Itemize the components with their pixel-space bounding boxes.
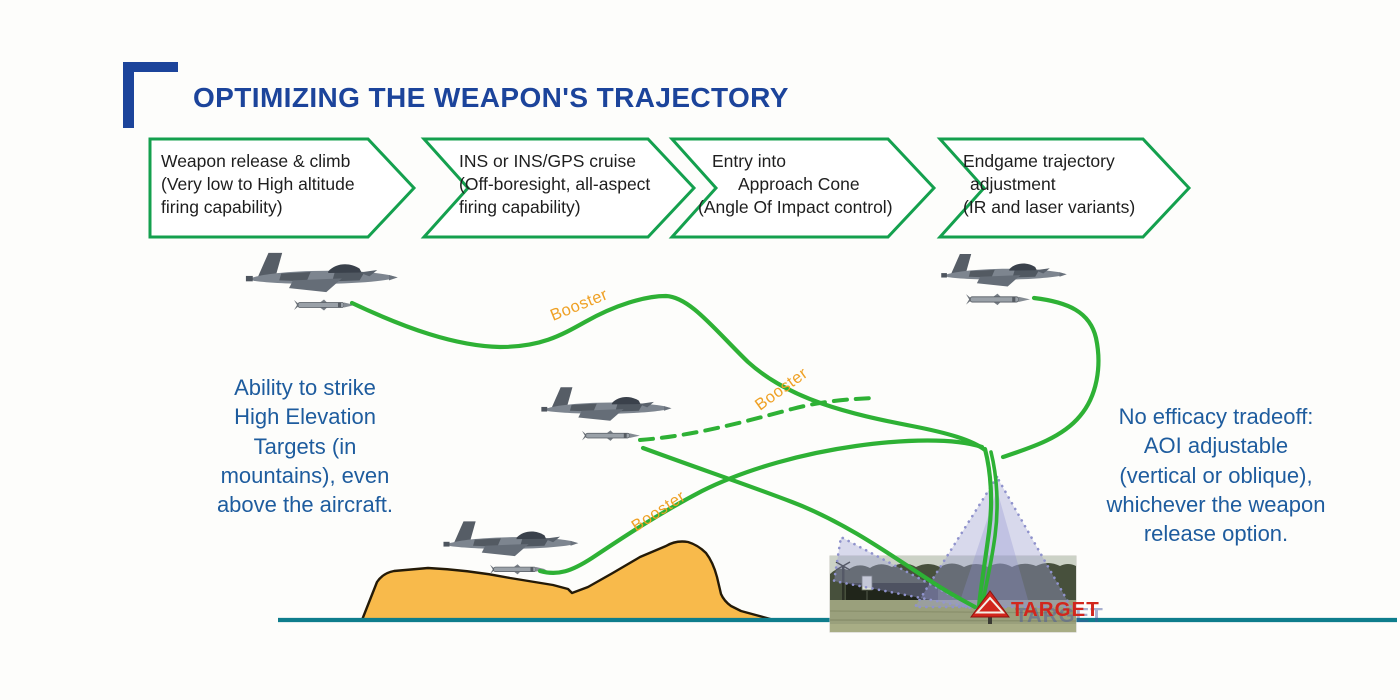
trajectory-vertical-dive-1 — [976, 446, 994, 609]
step-1-line-1: Weapon release & climb — [161, 151, 351, 171]
step-3-line-3: (Angle Of Impact control) — [698, 197, 893, 218]
mountain — [360, 540, 776, 622]
missile-1 — [294, 299, 356, 311]
fighter-aircraft-1 — [245, 252, 398, 293]
weapon-trajectories — [349, 293, 1101, 610]
chevron-step-2 — [420, 137, 697, 239]
step-4-text: Endgame trajectory adjustment (IR and la… — [963, 150, 1135, 219]
right-annotation-line-1: No efficacy tradeoff: — [1118, 404, 1314, 429]
target-marker: TARGET TARGET — [970, 590, 1104, 627]
chevron-step-3 — [668, 137, 937, 239]
target-photo — [829, 555, 1077, 633]
trajectory-release-climb — [349, 293, 988, 453]
step-2-line-2: (Off-boresight, all-aspect — [459, 174, 651, 195]
chevron-step-1 — [148, 137, 417, 239]
right-annotation-line-4: whichever the weapon — [1106, 491, 1326, 517]
fighter-aircraft-2 — [541, 387, 672, 421]
right-annotation-line-3: (vertical or oblique), — [1119, 462, 1313, 488]
target-warning-icon — [970, 590, 1010, 618]
trajectory-vertical-dive-2 — [980, 450, 999, 609]
fighter-aircraft-4 — [941, 254, 1067, 287]
step-2-line-1: INS or INS/GPS cruise — [459, 151, 636, 171]
left-annotation-line-5: above the aircraft. — [216, 492, 394, 517]
left-annotation-line-1: Ability to strike — [234, 375, 376, 400]
step-1-line-3: firing capability) — [161, 197, 283, 218]
target-label: TARGET — [1011, 598, 1100, 621]
step-4-line-2: adjustment — [970, 174, 1056, 195]
missile-4 — [966, 293, 1031, 306]
step-3-line-1: Entry into — [712, 151, 786, 171]
left-annotation: Ability to strike High Elevation Targets… — [180, 373, 430, 519]
missile-3 — [490, 563, 547, 575]
approach-cone-oblique — [832, 535, 979, 611]
step-3-text: Entry into Approach Cone (Angle Of Impac… — [698, 150, 893, 219]
trajectory-endgame-scurve — [1000, 295, 1101, 460]
trajectory-low-level-climb — [537, 438, 985, 576]
missile-2 — [582, 429, 641, 442]
step-3-line-2: Approach Cone — [738, 174, 860, 195]
step-1-line-2: (Very low to High altitude — [161, 174, 355, 195]
left-annotation-line-3: Targets (in — [253, 433, 357, 459]
step-4-line-3: (IR and laser variants) — [963, 197, 1136, 218]
page-title: OPTIMIZING THE WEAPON'S TRAJECTORY — [193, 82, 789, 113]
fighter-aircraft-3 — [443, 521, 579, 557]
step-1-text: Weapon release & climb (Very low to High… — [161, 150, 355, 219]
right-annotation: No efficacy tradeoff: AOI adjustable (ve… — [1048, 402, 1384, 548]
right-annotation-line-2: AOI adjustable — [1143, 433, 1289, 459]
header-corner-bracket — [123, 62, 178, 128]
process-chevrons — [148, 137, 1192, 239]
chevron-step-4 — [936, 137, 1192, 239]
left-annotation-line-2: High Elevation — [234, 404, 376, 430]
right-annotation-line-5: release option. — [1143, 521, 1289, 546]
target-label-ghost: TARGET — [1015, 604, 1104, 627]
left-annotation-line-4: mountains), even — [220, 462, 390, 488]
trajectory-cruise-dashed — [638, 396, 875, 442]
trajectory-oblique-attack — [640, 445, 978, 610]
booster-label-1: Booster — [548, 285, 611, 324]
step-2-line-3: firing capability) — [459, 197, 581, 218]
step-2-text: INS or INS/GPS cruise (Off-boresight, al… — [459, 150, 650, 219]
step-4-line-1: Endgame trajectory — [963, 151, 1115, 171]
booster-label-3: Booster — [628, 487, 688, 535]
